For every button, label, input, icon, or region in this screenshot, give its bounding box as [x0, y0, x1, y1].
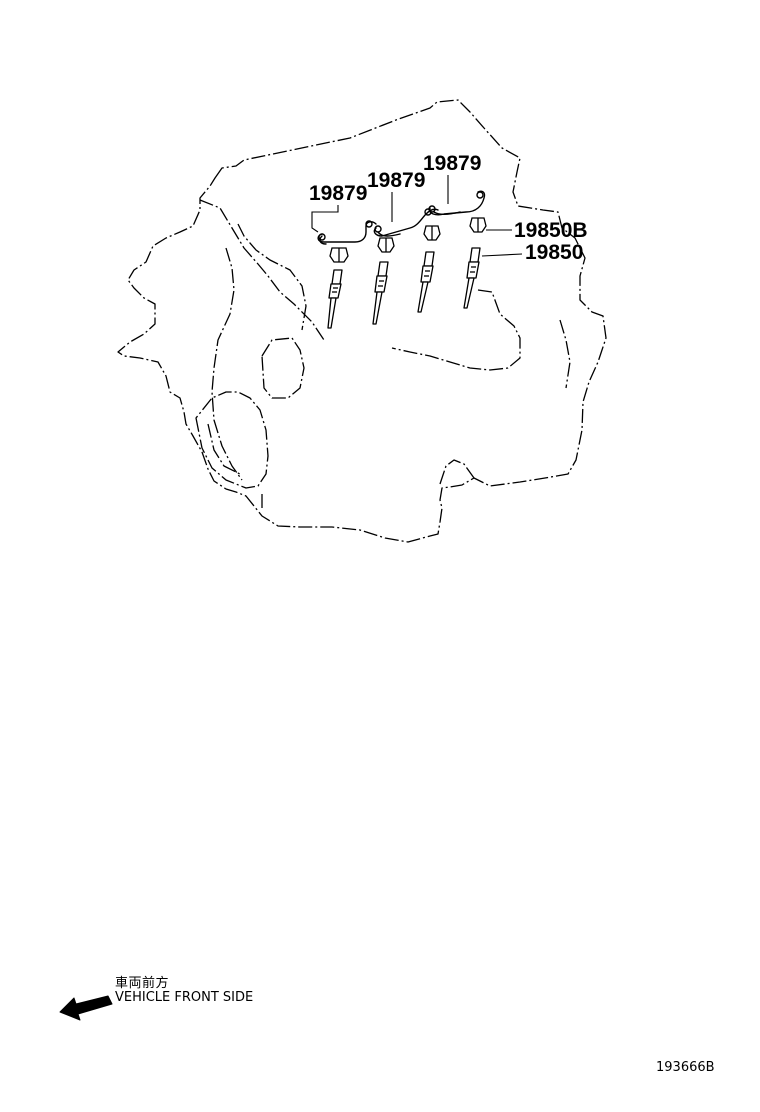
arrow-left-down-icon	[59, 995, 113, 1021]
callout-glow-plug: 19850	[525, 241, 583, 264]
callout-wire-3: 19879	[423, 152, 481, 175]
glow-plug-wire-1	[317, 220, 377, 245]
leader-wire-1	[311, 205, 339, 233]
glow-plug-nut-3	[423, 225, 441, 241]
glow-plug-3	[417, 251, 435, 313]
vehicle-front-label-jp: 車両前方	[115, 976, 170, 991]
glow-plug-group	[327, 247, 481, 329]
vehicle-front-label: VEHICLE FRONT SIDE	[115, 990, 254, 1005]
glow-plug-wire-group	[317, 190, 486, 245]
glow-plug-nut-2	[377, 237, 395, 253]
glow-plug-nut-1	[329, 247, 349, 263]
callout-nut: 19850B	[514, 219, 588, 242]
glow-plug-wire-3	[428, 190, 486, 216]
callout-wire-2: 19879	[367, 169, 425, 192]
glow-plug-nut-4	[469, 217, 487, 233]
glow-plug-4	[463, 247, 481, 309]
engine-outline	[117, 99, 607, 543]
callout-wire-1: 19879	[309, 182, 367, 205]
glow-plug-nut-group	[329, 217, 487, 263]
leader-lines	[311, 175, 523, 257]
leader-glow-plug	[481, 253, 523, 257]
glow-plug-2	[372, 261, 389, 325]
illustration-number: 193666B	[656, 1060, 715, 1075]
glow-plug-1	[327, 269, 343, 329]
